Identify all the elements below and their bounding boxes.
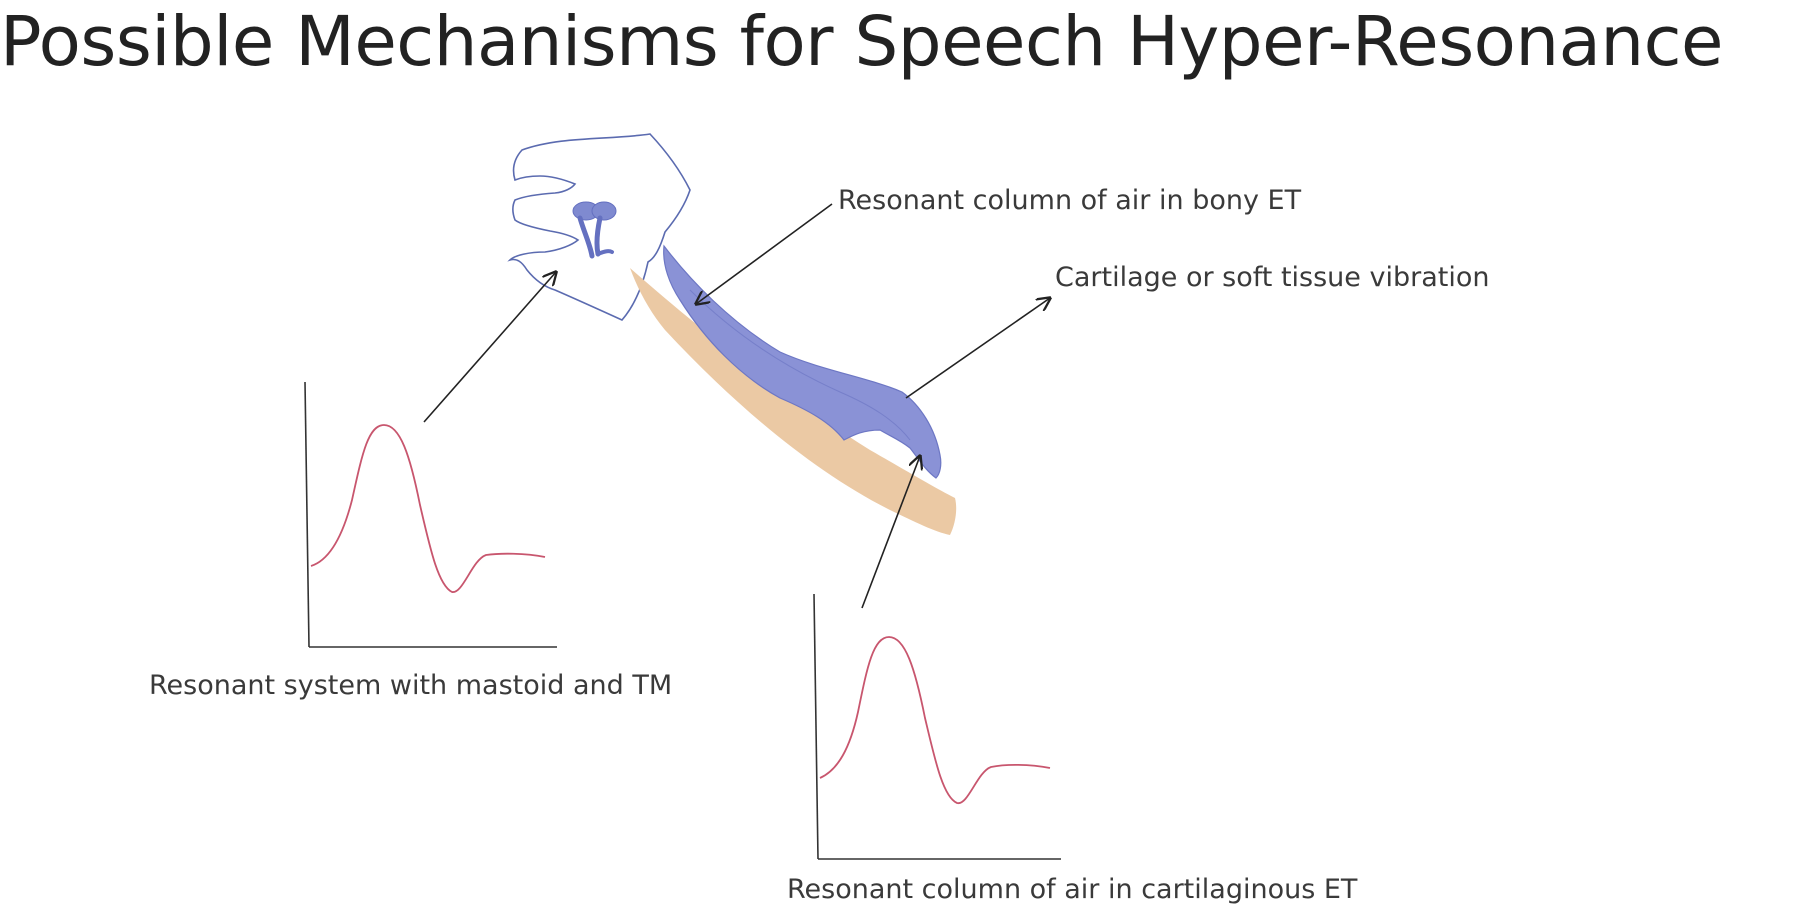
label-cartilage-vibration: Cartilage or soft tissue vibration <box>1055 262 1489 293</box>
resonance-waveform <box>819 636 1051 804</box>
label-cartilaginous-et: Resonant column of air in cartilaginous … <box>787 874 1358 905</box>
label-bony-et: Resonant column of air in bony ET <box>838 185 1302 216</box>
ossicles-icon <box>572 201 617 259</box>
arrow-cartilage <box>905 298 1050 399</box>
y-axis <box>813 593 819 860</box>
y-axis <box>304 381 310 648</box>
arrow-mastoid <box>423 272 556 423</box>
eustachian-tube-inner-line <box>689 289 911 441</box>
resonance-waveform <box>310 424 546 593</box>
slide-title: Possible Mechanisms for Speech Hyper-Res… <box>0 2 1724 82</box>
cartilaginous-waveform-plot <box>813 593 1061 860</box>
arrow-cartilaginous-et <box>861 456 920 609</box>
mastoid-waveform-plot <box>304 381 557 648</box>
label-mastoid-tm: Resonant system with mastoid and TM <box>149 670 672 701</box>
arrow-bony-et <box>696 203 833 304</box>
